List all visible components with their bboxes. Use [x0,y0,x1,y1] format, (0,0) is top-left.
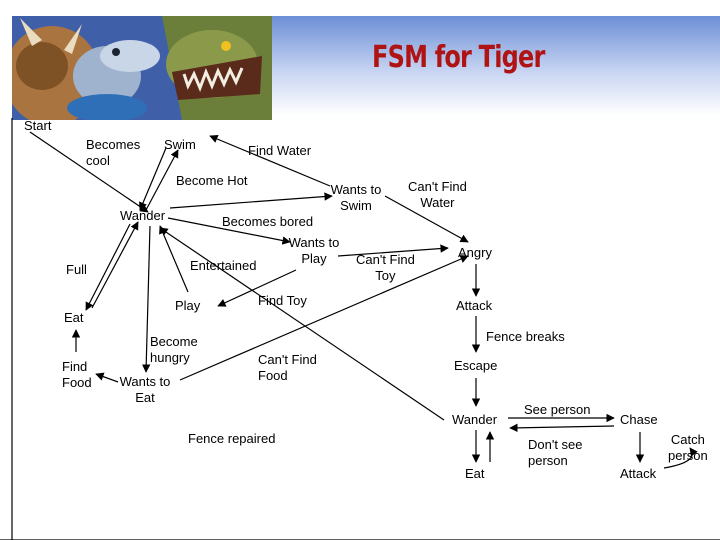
state-wants-to-eat-text: Wants to Eat [119,374,171,405]
state-attack-escaped: Attack [620,466,657,481]
label-cant-find-water: Can't Find Water [408,179,467,210]
label-fence-breaks: Fence breaks [486,329,565,344]
wants-to-eat-to-find-food-arrow [95,372,119,383]
label-fence-repaired: Fence repaired [188,431,276,446]
swim-to-wander-arrow [139,147,167,211]
state-wants-to-swim: Wants to Swim [326,182,386,214]
label-cant-find-food: Can't Find Food [258,352,317,383]
state-wander: Wander [120,208,166,223]
label-find-water: Find Water [248,143,312,158]
become-hot-arrow [169,192,333,209]
state-find-food-text: Find Food [62,359,92,390]
label-entertained: Entertained [190,258,257,273]
find-water-arrow [209,135,331,187]
state-wander-escaped: Wander [452,412,498,427]
full-arrow [91,221,139,309]
state-attack: Attack [456,298,493,313]
label-becomes-bored: Becomes bored [222,214,314,229]
cant-find-food-arrow [179,255,469,381]
state-full: Full [66,262,87,277]
state-swim: Swim [164,137,196,152]
label-become-hot: Become Hot [176,173,248,188]
cant-find-water-arrow [384,195,469,243]
become-hungry-arrow [142,225,151,373]
label-see-person: See person [524,402,591,417]
state-wants-to-play: Wants to Play [282,235,346,267]
becomes-bored-arrow [167,217,291,245]
wander-to-eat-arrow [85,223,131,311]
wander-to-swim-arrow [145,149,179,211]
state-find-food: Find Food [62,359,92,391]
entertained-arrow [159,225,189,293]
animal-collage-image [12,16,272,120]
state-eat: Eat [64,310,84,325]
state-eat-escaped: Eat [465,466,485,481]
start-to-wander-arrow [29,131,149,213]
catch-person-arrow [663,447,698,469]
label-catch-person: Catch person [668,432,708,463]
label-become-hungry: Become hungry [150,334,198,365]
label-find-toy: Find Toy [258,293,307,308]
fence-repaired-arrow [159,227,445,421]
state-escape: Escape [454,358,498,373]
state-play: Play [175,298,201,313]
page-title: FSM for Tiger [372,40,545,75]
label-cant-find-toy: Can't Find Toy [356,252,415,283]
state-wants-to-eat: Wants to Eat [114,374,176,406]
state-start: Start [24,118,52,133]
state-wants-to-swim-text: Wants to Swim [330,182,382,213]
label-becomes-cool: Becomes cool [86,137,141,168]
state-chase: Chase [620,412,658,427]
find-toy-arrow [217,269,297,307]
state-angry: Angry [458,245,492,260]
state-wants-to-play-text: Wants to Play [288,235,340,266]
dont-see-person-arrow [509,423,615,433]
label-dont-see-person: Don't see person [528,437,583,468]
cant-find-toy-arrow [337,244,449,257]
